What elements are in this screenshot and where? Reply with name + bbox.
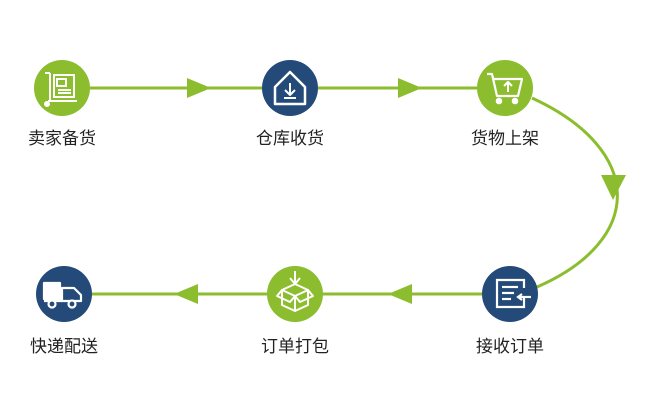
step-node-1 [34, 60, 90, 116]
step-node-5 [267, 266, 323, 322]
arrow-right-2 [398, 78, 422, 98]
step-node-2 [262, 60, 318, 116]
step-label-6: 快递配送 [30, 337, 98, 357]
arrow-left-1 [388, 284, 412, 304]
step-node-6 [36, 266, 92, 322]
step-label-4: 接收订单 [476, 337, 544, 357]
arrow-left-2 [174, 284, 198, 304]
arrow-right-1 [187, 78, 211, 98]
connector-3-4 [531, 96, 619, 289]
delivery-truck-icon [42, 281, 83, 309]
box-packing-icon [276, 271, 314, 312]
pallet-cart-icon [44, 72, 77, 107]
step-node-4 [482, 266, 538, 322]
step-node-3 [477, 60, 533, 116]
arrow-down-curve [601, 175, 626, 200]
shopping-cart-up-icon [487, 72, 524, 105]
step-label-5: 订单打包 [261, 337, 329, 357]
step-label-3: 货物上架 [471, 129, 539, 149]
step-label-1: 卖家备货 [28, 129, 96, 149]
warehouse-download-icon [273, 70, 307, 106]
order-document-icon [495, 278, 531, 309]
step-label-2: 仓库收货 [256, 129, 324, 149]
